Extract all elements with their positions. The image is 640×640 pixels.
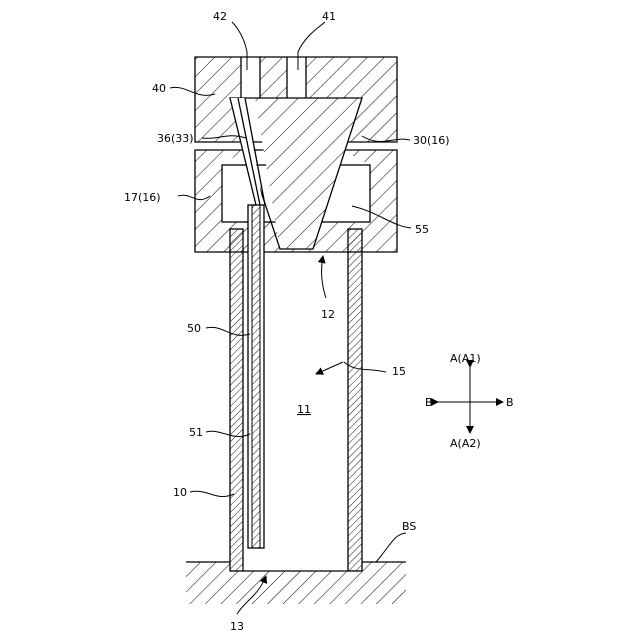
label-11: 11 — [297, 403, 311, 416]
direction-b-right-label: B — [506, 396, 514, 409]
label-10: 10 — [173, 486, 187, 499]
rod-50 — [248, 205, 264, 548]
label-17-16: 17(16) — [124, 191, 161, 204]
label-30-16: 30(16) — [413, 134, 450, 147]
label-36-33: 36(33) — [157, 132, 194, 145]
label-51: 51 — [189, 426, 203, 439]
base-surface — [186, 562, 406, 604]
label-55: 55 — [415, 223, 429, 236]
label-41: 41 — [322, 10, 336, 23]
label-12: 12 — [321, 308, 335, 321]
direction-indicator: A(A1) A(A2) B B — [425, 352, 514, 450]
direction-a1-label: A(A1) — [450, 352, 481, 365]
label-42: 42 — [213, 10, 227, 23]
direction-b-left-label: B — [425, 396, 433, 409]
label-50: 50 — [187, 322, 201, 335]
label-bs: BS — [402, 520, 416, 533]
direction-a2-label: A(A2) — [450, 437, 481, 450]
label-15: 15 — [392, 365, 406, 378]
label-13: 13 — [230, 620, 244, 633]
label-40: 40 — [152, 82, 166, 95]
